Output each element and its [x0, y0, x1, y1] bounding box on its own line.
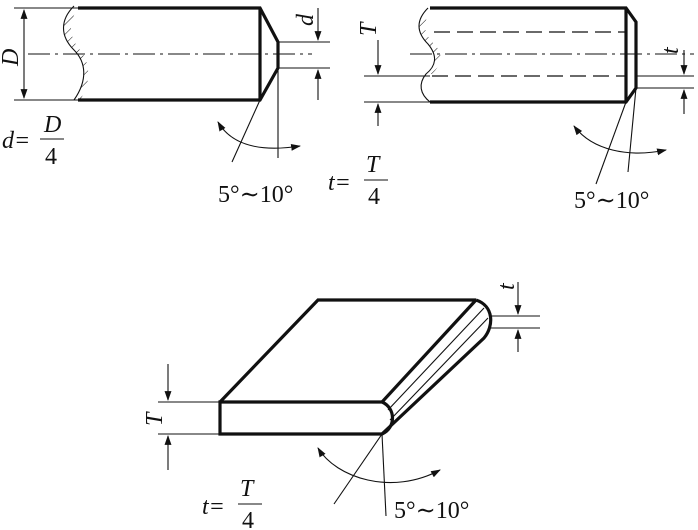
angle-ref-line-b [627, 87, 637, 173]
break-line-a [62, 5, 85, 101]
section-hatch-b [419, 8, 441, 74]
figure-flat-bar: T t t= T 4 5°∼10° [328, 6, 694, 214]
angle-label-b: 5°∼10° [574, 188, 649, 214]
formula-c-lhs: t= [202, 494, 225, 520]
angle-ref-line-c [381, 433, 387, 517]
shade-line-1 [387, 307, 485, 411]
formula-a-den: 4 [45, 144, 57, 170]
formula-a-lhs: d= [2, 128, 30, 154]
formula-c-den: 4 [242, 508, 254, 530]
formula-b-num: T [366, 152, 381, 178]
label-t-c: t [494, 282, 520, 290]
angle-label-a: 5°∼10° [218, 182, 293, 208]
shade-line-2 [389, 317, 489, 421]
angle-line-a [231, 99, 261, 163]
label-T-b: T [356, 21, 382, 36]
plate-top-face [218, 298, 476, 404]
label-D: D [0, 49, 24, 67]
angle-line-b [595, 101, 627, 185]
figure-flat-plate: T t t= T 4 5°∼10° [142, 282, 540, 530]
angle-arc-b [573, 125, 667, 156]
plate-edge-line [380, 298, 478, 404]
rod-outline [78, 6, 280, 102]
label-t-b: t [658, 46, 684, 54]
angle-label-c: 5°∼10° [394, 498, 469, 524]
break-line-b [418, 7, 436, 103]
figure-round-rod: D d d= D 4 5°∼10° [0, 5, 330, 208]
section-hatch-a [63, 6, 89, 100]
plate-right-edge [380, 298, 493, 436]
plate-front-face [218, 400, 395, 436]
angle-line-c [333, 433, 383, 505]
formula-c-num: T [240, 476, 255, 502]
label-T-c: T [142, 411, 168, 426]
formula-b-den: 4 [368, 184, 380, 210]
angle-arc-c [317, 447, 441, 483]
formula-a-num: D [43, 112, 61, 138]
bar-outline [430, 6, 638, 104]
formula-b-lhs: t= [328, 170, 351, 196]
angle-arc-a [217, 121, 301, 151]
label-d: d [293, 13, 319, 26]
